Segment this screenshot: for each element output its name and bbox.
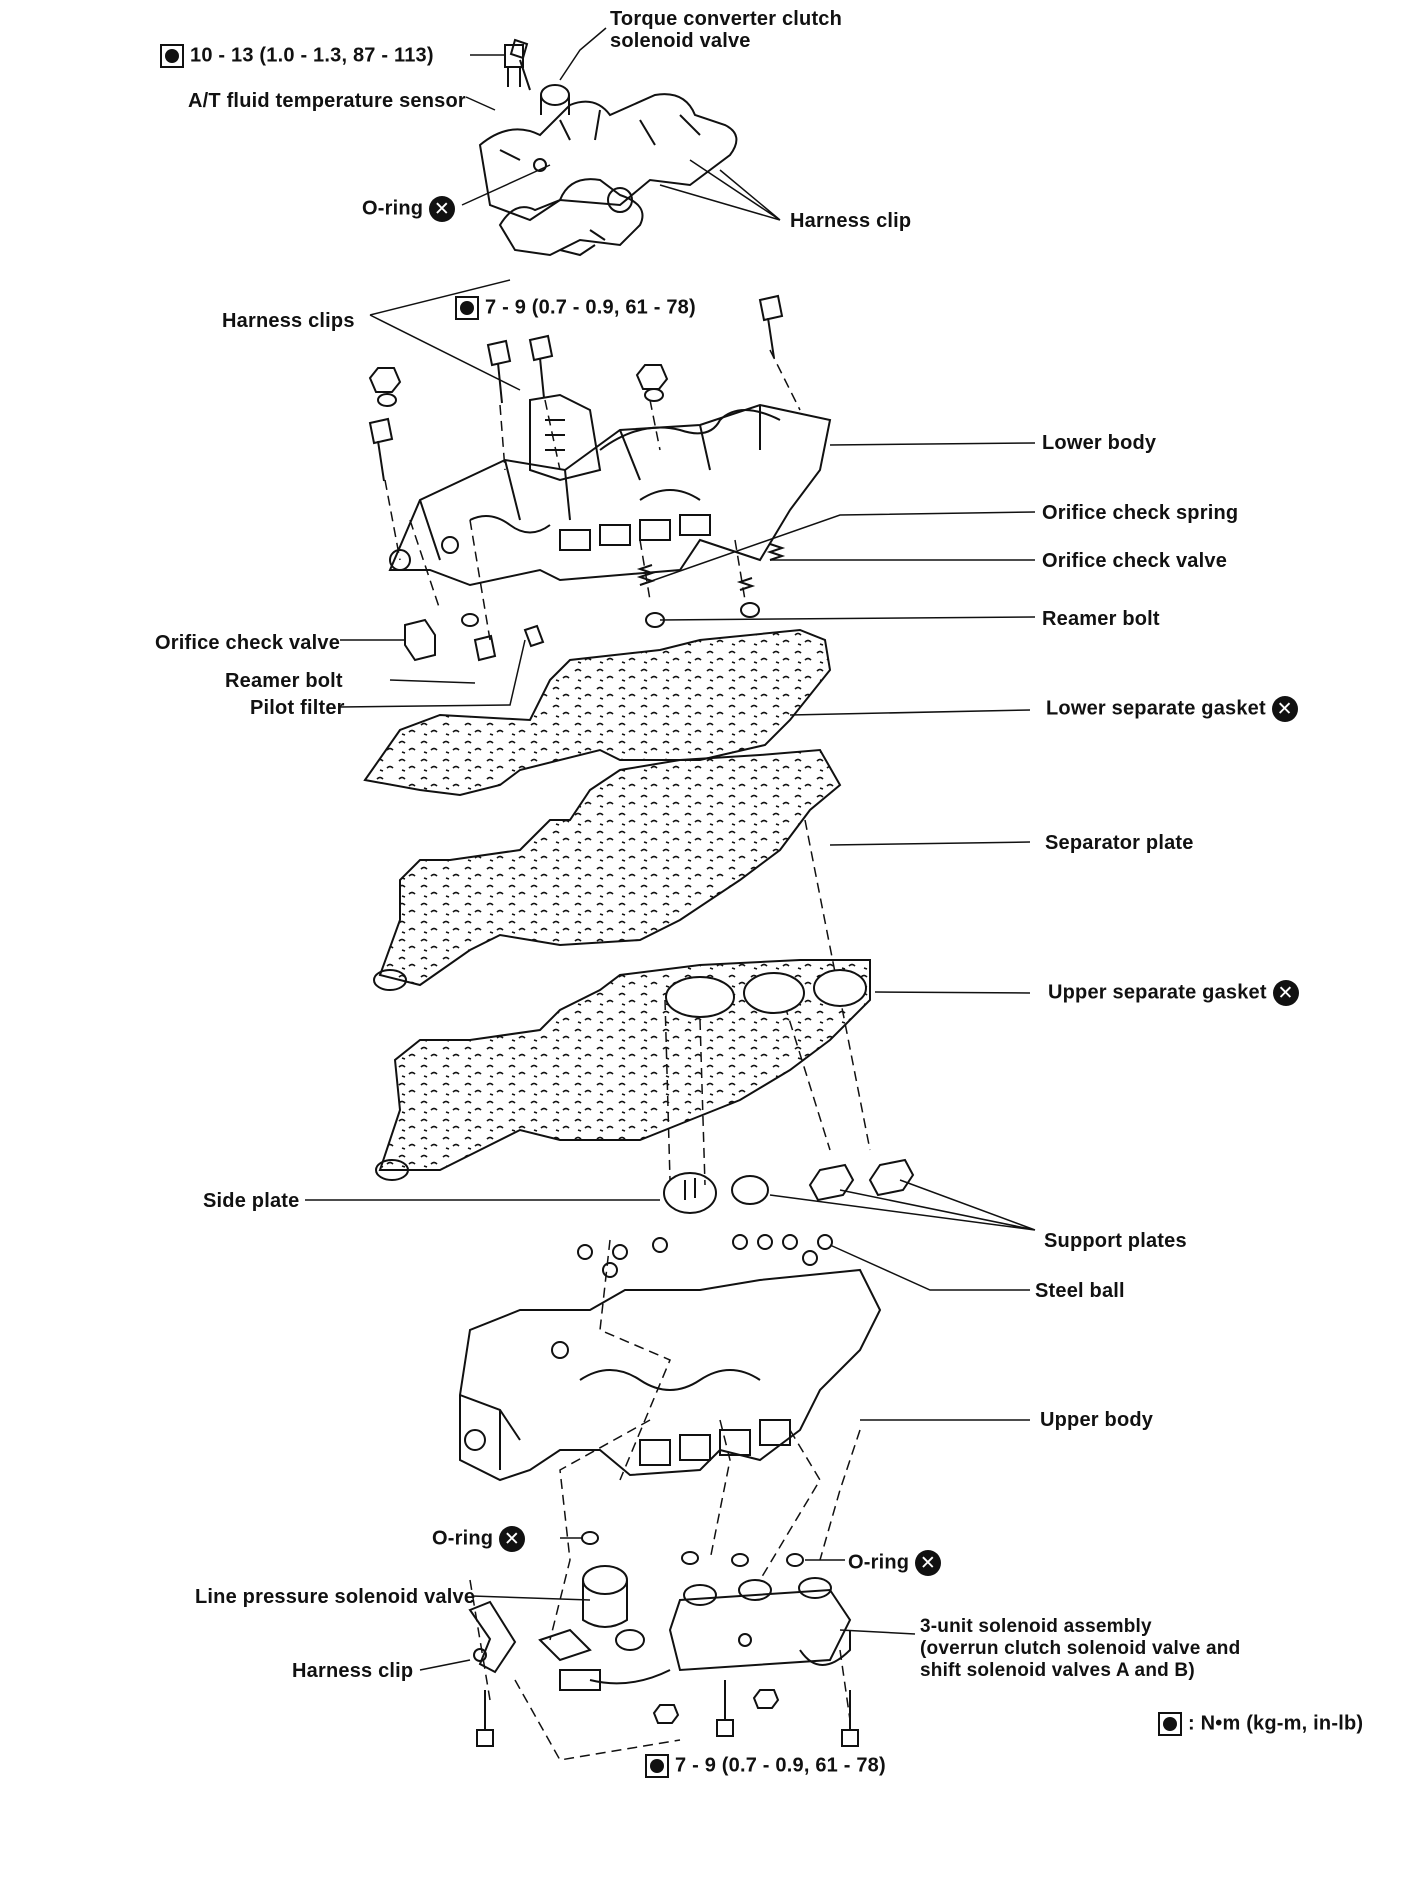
label-orifice-check-valve-right: Orifice check valve <box>1042 550 1228 572</box>
label-lower-body: Lower body <box>1042 432 1157 454</box>
label-three-unit-line3: shift solenoid valves A and B) <box>920 1660 1195 1681</box>
label-line-pressure-solenoid: Line pressure solenoid valve <box>195 1586 476 1608</box>
label-at-fluid-temp-sensor: A/T fluid temperature sensor <box>188 90 466 112</box>
tcc-solenoid-assembly <box>478 38 738 257</box>
label-steel-ball: Steel ball <box>1035 1280 1125 1302</box>
leader-lines <box>305 27 1036 1671</box>
torque-spec-middle: 7 - 9 (0.7 - 0.9, 61 - 78) <box>455 296 696 320</box>
label-o-ring-top: O-ring ✕ <box>362 196 455 222</box>
do-not-reuse-icon: ✕ <box>1272 980 1299 1006</box>
label-harness-clip-top: Harness clip <box>790 210 912 232</box>
label-reamer-bolt-right: Reamer bolt <box>1042 608 1160 630</box>
do-not-reuse-icon: ✕ <box>1271 696 1298 722</box>
label-three-unit-solenoid: 3-unit solenoid assembly (overrun clutch… <box>920 1616 1240 1682</box>
label-o-ring-bottom-left: O-ring ✕ <box>432 1526 525 1552</box>
steel-balls <box>577 1234 833 1278</box>
side-plate <box>663 1172 717 1214</box>
do-not-reuse-icon: ✕ <box>914 1550 941 1576</box>
upper-bolts <box>368 294 784 482</box>
wrench-torque-icon <box>645 1754 669 1778</box>
separator-plate <box>378 748 842 987</box>
label-three-unit-line1: 3-unit solenoid assembly <box>920 1616 1152 1637</box>
upper-body <box>459 1268 882 1482</box>
label-lower-separate-gasket: Lower separate gasket ✕ <box>1046 696 1298 722</box>
label-support-plates: Support plates <box>1044 1230 1187 1252</box>
wrench-torque-icon <box>160 44 184 68</box>
legend: : N•m (kg-m, in-lb) <box>1158 1712 1363 1736</box>
line-pressure-solenoid <box>538 1565 671 1691</box>
lower-separate-gasket <box>363 628 832 797</box>
label-harness-clip-bottom: Harness clip <box>292 1660 414 1682</box>
label-three-unit-line2: (overrun clutch solenoid valve and <box>920 1638 1241 1659</box>
label-harness-clips: Harness clips <box>222 310 355 332</box>
torque-spec-top: 10 - 13 (1.0 - 1.3, 87 - 113) <box>160 44 434 68</box>
lower-body <box>388 393 832 587</box>
label-orifice-check-valve-left: Orifice check valve <box>155 632 341 654</box>
label-separator-plate: Separator plate <box>1045 832 1194 854</box>
label-upper-body: Upper body <box>1040 1409 1154 1431</box>
label-o-ring-bottom-right: O-ring ✕ <box>848 1550 941 1576</box>
label-tcc-solenoid-line1: Torque converter clutch <box>610 8 843 30</box>
upper-separate-gasket <box>378 959 871 1171</box>
label-pilot-filter: Pilot filter <box>250 697 345 719</box>
label-reamer-bolt-left: Reamer bolt <box>225 670 343 692</box>
label-tcc-solenoid-line2: solenoid valve <box>610 30 751 52</box>
three-unit-solenoid-assembly <box>668 1577 852 1672</box>
label-side-plate: Side plate <box>203 1190 300 1212</box>
label-upper-separate-gasket: Upper separate gasket ✕ <box>1048 980 1299 1006</box>
label-tcc-solenoid: Torque converter clutch solenoid valve <box>610 8 842 52</box>
do-not-reuse-icon: ✕ <box>498 1526 525 1552</box>
torque-spec-bottom: 7 - 9 (0.7 - 0.9, 61 - 78) <box>645 1754 886 1778</box>
label-orifice-check-spring: Orifice check spring <box>1042 502 1239 524</box>
wrench-torque-icon <box>455 296 479 320</box>
wrench-torque-icon <box>1158 1712 1182 1736</box>
do-not-reuse-icon: ✕ <box>428 196 455 222</box>
